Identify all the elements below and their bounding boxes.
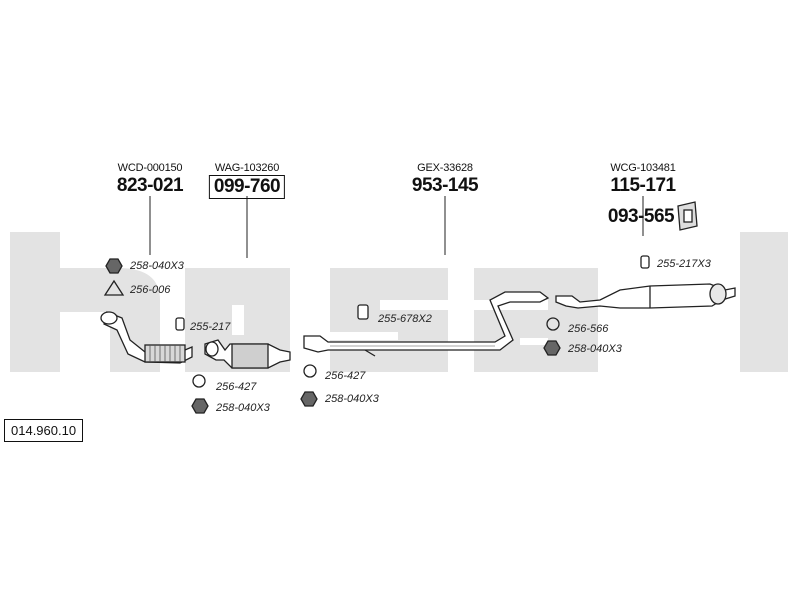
middle-gasket-label[interactable]: 256-427: [325, 370, 366, 382]
nut-icon: [543, 340, 561, 356]
rear-hanger-label[interactable]: 255-217X3: [657, 258, 711, 270]
catalyst-nut-label[interactable]: 258-040X3: [216, 402, 270, 414]
mounting-kit-part-number[interactable]: 093-565: [607, 206, 675, 227]
rear-silencer-code: WCG-103481: [610, 162, 676, 174]
mounting-kit-part: [677, 201, 698, 231]
middle-pipe-part: [303, 291, 550, 357]
middle-pipe-code: GEX-33628: [417, 162, 473, 174]
front-pipe-code: WCD-000150: [117, 162, 183, 174]
nut-icon: [105, 258, 123, 274]
rear-gasket-label[interactable]: 256-566: [568, 323, 609, 335]
middle-hanger-label[interactable]: 255-678X2: [378, 313, 432, 325]
nut-icon: [191, 398, 209, 414]
front-hanger-label[interactable]: 255-217: [190, 321, 231, 333]
gasket-icon: [192, 374, 206, 388]
nut-icon: [300, 391, 318, 407]
front-nut-label[interactable]: 258-040X3: [130, 260, 184, 272]
gasket-icon: [103, 279, 125, 296]
rear-silencer-part: [555, 283, 736, 309]
middle-nut-label[interactable]: 258-040X3: [325, 393, 379, 405]
rear-silencer-part-number[interactable]: 115-171: [610, 175, 676, 196]
front-pipe-part-number[interactable]: 823-021: [116, 175, 184, 196]
hanger-icon: [640, 255, 650, 269]
catalytic-converter-part: [204, 339, 291, 369]
front-pipe-part: [100, 311, 193, 364]
rear-nut-label[interactable]: 258-040X3: [568, 343, 622, 355]
catalyst-code: WAG-103260: [214, 162, 280, 174]
catalyst-gasket-label[interactable]: 256-427: [216, 381, 257, 393]
catalyst-part-number[interactable]: 099-760: [208, 175, 286, 199]
middle-pipe-part-number[interactable]: 953-145: [411, 175, 479, 196]
gasket-icon: [303, 364, 317, 378]
front-gasket-label[interactable]: 256-006: [130, 284, 171, 296]
reference-number: 014.960.10: [4, 419, 84, 442]
hanger-icon: [357, 304, 369, 320]
hanger-icon: [175, 317, 185, 331]
gasket-icon: [546, 317, 560, 331]
